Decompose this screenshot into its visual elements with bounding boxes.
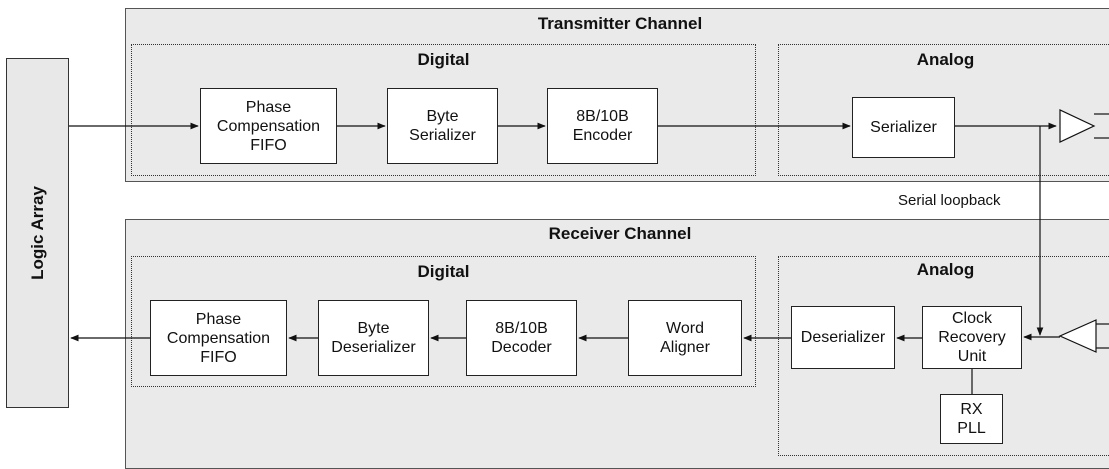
tx-driver-icon — [1059, 109, 1096, 143]
tx-analog-title: Analog — [916, 50, 975, 69]
tx-byte-serializer: Byte Serializer — [387, 88, 498, 164]
tx-analog-section — [778, 44, 1109, 176]
logic-array: Logic Array — [6, 58, 69, 408]
transmitter-channel-title: Transmitter Channel — [537, 14, 703, 33]
tx-serializer: Serializer — [852, 97, 955, 158]
rx-pll: RX PLL — [940, 394, 1003, 444]
tx-phase-compensation-fifo: Phase Compensation FIFO — [200, 88, 337, 164]
rx-analog-section — [778, 256, 1109, 456]
rx-receiver-icon — [1058, 319, 1097, 353]
rx-deserializer: Deserializer — [791, 306, 895, 369]
tx-digital-section — [131, 44, 756, 176]
rx-phase-compensation-fifo: Phase Compensation FIFO — [150, 300, 287, 376]
serial-loopback-label: Serial loopback — [898, 192, 1001, 209]
rx-byte-deserializer: Byte Deserializer — [318, 300, 429, 376]
tx-8b10b-encoder: 8B/10B Encoder — [547, 88, 658, 164]
rx-word-aligner: Word Aligner — [628, 300, 742, 376]
rx-analog-title: Analog — [916, 260, 975, 279]
rx-clock-recovery-unit: Clock Recovery Unit — [922, 306, 1022, 369]
rx-digital-title: Digital — [417, 262, 470, 281]
rx-digital-section — [131, 256, 756, 387]
rx-8b10b-decoder: 8B/10B Decoder — [466, 300, 577, 376]
tx-digital-title: Digital — [417, 50, 470, 69]
receiver-channel-title: Receiver Channel — [548, 224, 692, 243]
